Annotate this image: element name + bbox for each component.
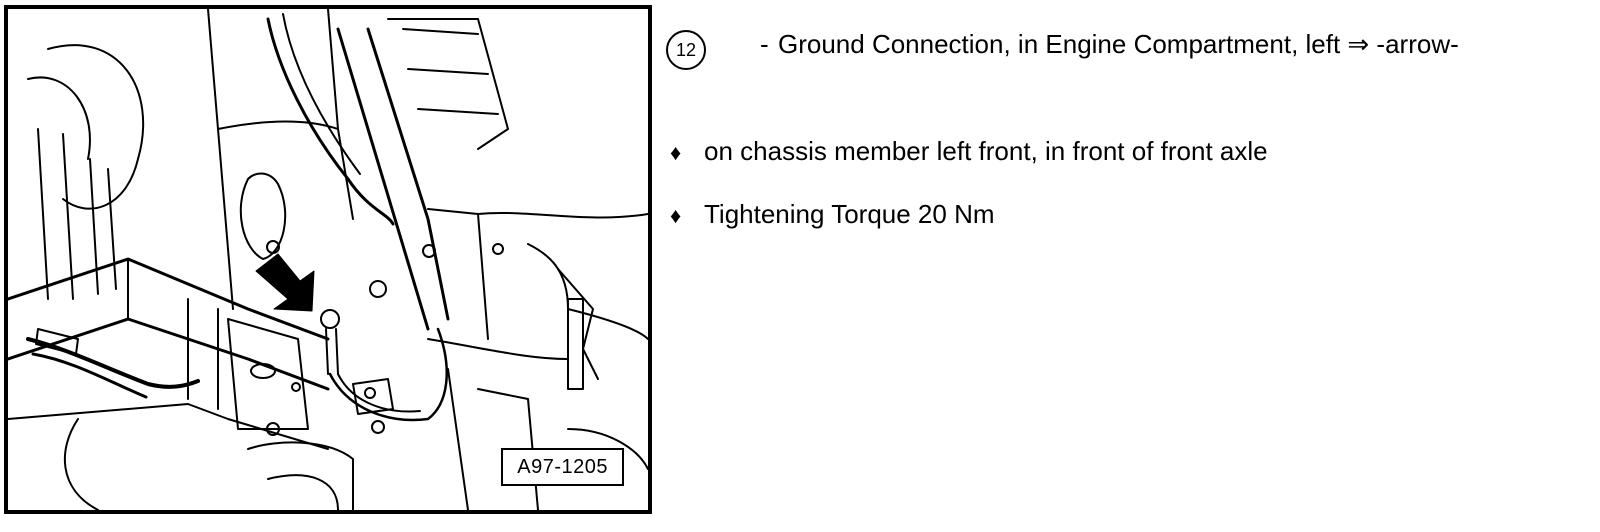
- list-item: ♦ on chassis member left front, in front …: [670, 136, 1268, 166]
- item-number: 12: [675, 39, 697, 60]
- figure-reference-label: A97-1205: [501, 448, 624, 486]
- list-item: ♦ Tightening Torque 20 Nm: [670, 199, 1268, 229]
- line-drawing: [8, 9, 648, 510]
- item-number-callout: 12: [666, 30, 706, 70]
- item-dash: -: [760, 29, 769, 59]
- diamond-bullet-icon: ♦: [670, 140, 682, 165]
- engine-compartment-illustration: A97-1205: [4, 5, 652, 514]
- bullet-text: on chassis member left front, in front o…: [704, 136, 1268, 166]
- item-title-text: Ground Connection, in Engine Compartment…: [778, 29, 1459, 59]
- bullet-text: Tightening Torque 20 Nm: [704, 199, 995, 229]
- diamond-bullet-icon: ♦: [670, 203, 682, 228]
- item-description: -Ground Connection, in Engine Compartmen…: [760, 29, 1588, 60]
- detail-list: ♦ on chassis member left front, in front …: [670, 136, 1268, 262]
